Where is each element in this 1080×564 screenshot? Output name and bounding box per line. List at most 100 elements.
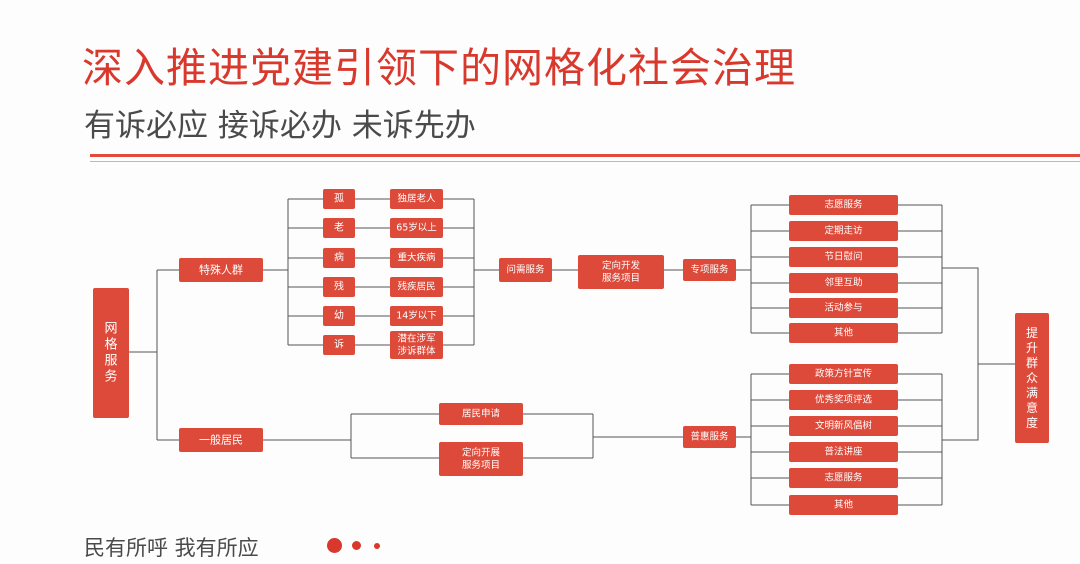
box-ask-service-bg	[499, 258, 552, 282]
box-general-item-2-bg	[789, 416, 898, 436]
page-subtitle: 有诉必应 接诉必办 未诉先办	[84, 108, 476, 144]
page-title: 深入推进党建引领下的网格化社会治理	[82, 44, 796, 92]
box-special-item-0-bg	[789, 195, 898, 215]
box-general-item-5: 其他	[789, 495, 898, 515]
box-targeted-develop-label: 服务项目	[602, 272, 640, 284]
box-category-5: 诉	[323, 335, 355, 355]
root-grid-service-char: 务	[104, 369, 117, 385]
decor-dot-small	[374, 543, 380, 549]
divider-thin	[90, 161, 1080, 162]
box-special-item-1: 定期走访	[789, 221, 898, 241]
box-special-group: 特殊人群	[179, 258, 263, 282]
box-goal-satisfaction-char: 升	[1026, 341, 1038, 355]
box-group-3-label: 残疾居民	[397, 281, 435, 293]
box-universal-service-label: 普惠服务	[690, 431, 729, 443]
box-general-item-3-label: 普法讲座	[824, 446, 863, 458]
box-goal-satisfaction-bg	[1015, 313, 1049, 443]
box-category-5-bg	[323, 335, 355, 355]
box-general-item-4: 志愿服务	[789, 468, 898, 488]
box-special-item-2-label: 节日慰问	[824, 251, 862, 263]
box-resident-apply-bg	[439, 403, 523, 425]
box-category-0-bg	[323, 189, 355, 209]
box-general-item-1-bg	[789, 390, 898, 410]
box-special-service: 专项服务	[683, 259, 736, 281]
link-special-goal	[942, 267, 979, 364]
box-group-0: 独居老人	[390, 189, 443, 209]
box-general-item-0-label: 政策方针宣传	[815, 368, 873, 380]
box-category-3-label: 残	[334, 280, 344, 293]
box-special-service-bg	[683, 259, 736, 281]
box-general-item-0: 政策方针宣传	[789, 364, 898, 384]
box-special-item-5: 其他	[789, 323, 898, 343]
box-goal-satisfaction-char: 众	[1026, 371, 1038, 385]
box-group-4-bg	[390, 306, 443, 326]
box-category-0-label: 孤	[334, 193, 344, 205]
box-general-item-3-bg	[789, 442, 898, 462]
box-special-item-1-bg	[789, 221, 898, 241]
box-category-1-bg	[323, 218, 355, 238]
box-group-5-bg	[390, 331, 443, 359]
box-general-item-5-label: 其他	[834, 499, 854, 511]
box-general-item-1-label: 优秀奖项评选	[815, 394, 873, 406]
box-group-1-label: 65岁以上	[396, 222, 437, 234]
box-targeted-launch-label: 定向开展	[462, 446, 501, 458]
box-goal-satisfaction-char: 群	[1026, 356, 1038, 370]
box-group-4-label: 14岁以下	[396, 310, 437, 322]
box-special-item-3-label: 邻里互助	[824, 277, 862, 289]
box-general-residents: 一般居民	[179, 428, 263, 452]
box-special-item-5-bg	[789, 323, 898, 343]
box-special-item-0: 志愿服务	[789, 195, 898, 215]
box-goal-satisfaction-char: 提	[1026, 325, 1038, 340]
box-special-item-0-label: 志愿服务	[824, 199, 863, 211]
box-targeted-develop-bg	[578, 255, 664, 289]
link-general-goal	[942, 364, 979, 441]
box-goal-satisfaction-char: 意	[1026, 400, 1038, 415]
box-special-service-label: 专项服务	[690, 264, 729, 276]
box-special-item-4: 活动参与	[789, 298, 898, 318]
box-special-item-1-label: 定期走访	[824, 225, 863, 237]
box-general-item-3: 普法讲座	[789, 442, 898, 462]
box-group-5-label: 涉诉群体	[397, 345, 436, 357]
box-ask-service-label: 问需服务	[506, 264, 545, 276]
box-category-3: 残	[323, 277, 355, 297]
box-category-1-label: 老	[334, 221, 344, 234]
divider-thick	[90, 154, 1080, 157]
box-category-5-label: 诉	[334, 338, 344, 351]
box-special-item-2: 节日慰问	[789, 247, 898, 267]
box-ask-service: 问需服务	[499, 258, 552, 282]
box-group-0-bg	[390, 189, 443, 209]
box-special-group-label: 特殊人群	[199, 263, 243, 277]
footer-slogan: 民有所呼 我有所应	[84, 536, 259, 560]
box-general-item-0-bg	[789, 364, 898, 384]
box-special-group-bg	[179, 258, 263, 282]
root-grid-service-bg	[93, 288, 129, 418]
box-category-3-bg	[323, 277, 355, 297]
root-grid-service-char: 网	[104, 322, 117, 337]
decor-dot-large	[327, 538, 342, 553]
box-group-3-bg	[390, 277, 443, 297]
box-category-2-bg	[323, 248, 355, 268]
box-group-1: 65岁以上	[390, 218, 443, 238]
box-targeted-launch-bg	[439, 442, 523, 476]
box-group-3: 残疾居民	[390, 277, 443, 297]
root-grid-service-char: 格	[104, 337, 117, 353]
box-category-2: 病	[323, 248, 355, 268]
box-category-4-bg	[323, 306, 355, 326]
box-special-item-3-bg	[789, 273, 898, 293]
box-category-2-label: 病	[334, 251, 344, 264]
box-targeted-develop-label: 定向开发	[602, 259, 641, 271]
box-category-4: 幼	[323, 306, 355, 326]
box-special-item-4-bg	[789, 298, 898, 318]
box-general-item-2: 文明新风倡树	[789, 416, 898, 436]
box-group-1-bg	[390, 218, 443, 238]
box-targeted-launch-label: 服务项目	[462, 459, 500, 471]
box-general-residents-label: 一般居民	[199, 434, 243, 447]
root-grid-service-char: 服	[104, 354, 117, 369]
box-group-0-label: 独居老人	[397, 193, 436, 205]
box-group-5-label: 潜在涉军	[397, 332, 435, 344]
